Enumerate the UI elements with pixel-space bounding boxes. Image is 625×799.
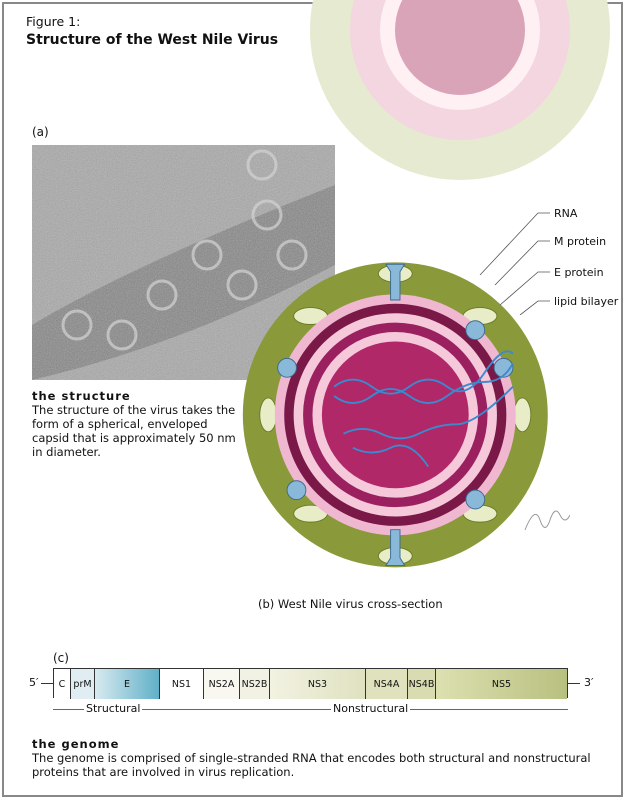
segment-ns3: NS3 (270, 669, 366, 699)
structure-description: The structure of the virus takes the for… (32, 403, 236, 459)
segment-ns4b: NS4B (408, 669, 436, 699)
segment-ns1: NS1 (160, 669, 204, 699)
three-prime-line (568, 683, 580, 684)
panel-c-label: (c) (53, 651, 69, 665)
genome-heading: the genome (32, 737, 120, 751)
five-prime-line (41, 683, 53, 684)
panel-a-label: (a) (32, 125, 49, 139)
figure-title: Structure of the West Nile Virus (26, 32, 279, 48)
label-rna: RNA (554, 207, 578, 220)
faded-virus-illustration (310, 0, 610, 180)
segment-c: C (54, 669, 71, 699)
label-leader-lines (479, 212, 550, 315)
segment-e: E (95, 669, 160, 699)
segment-ns2b: NS2B (240, 669, 270, 699)
genome-description: The genome is comprised of single-strand… (32, 751, 591, 779)
segment-ns4a: NS4A (366, 669, 408, 699)
artist-signature (524, 510, 570, 531)
structural-label: Structural (84, 702, 143, 715)
three-prime-end: 3′ (584, 676, 594, 689)
figure-label: Figure 1: (26, 14, 81, 29)
panel-b-caption: (b) West Nile virus cross-section (258, 597, 443, 611)
electron-micrograph (32, 145, 335, 380)
structure-heading: the structure (32, 389, 131, 403)
segment-ns2a: NS2A (204, 669, 240, 699)
label-e-protein: E protein (554, 266, 604, 279)
label-m-protein: M protein (554, 235, 607, 248)
virus-cross-section (242, 262, 548, 568)
nonstructural-label: Nonstructural (331, 702, 411, 715)
genome-bar: C prM E NS1 NS2A NS2B NS3 NS4A NS4B NS5 (53, 668, 568, 699)
segment-ns5: NS5 (436, 669, 567, 699)
label-lipid-bilayer: lipid bilayer (554, 295, 619, 308)
five-prime-end: 5′ (29, 676, 39, 689)
segment-prm: prM (71, 669, 95, 699)
